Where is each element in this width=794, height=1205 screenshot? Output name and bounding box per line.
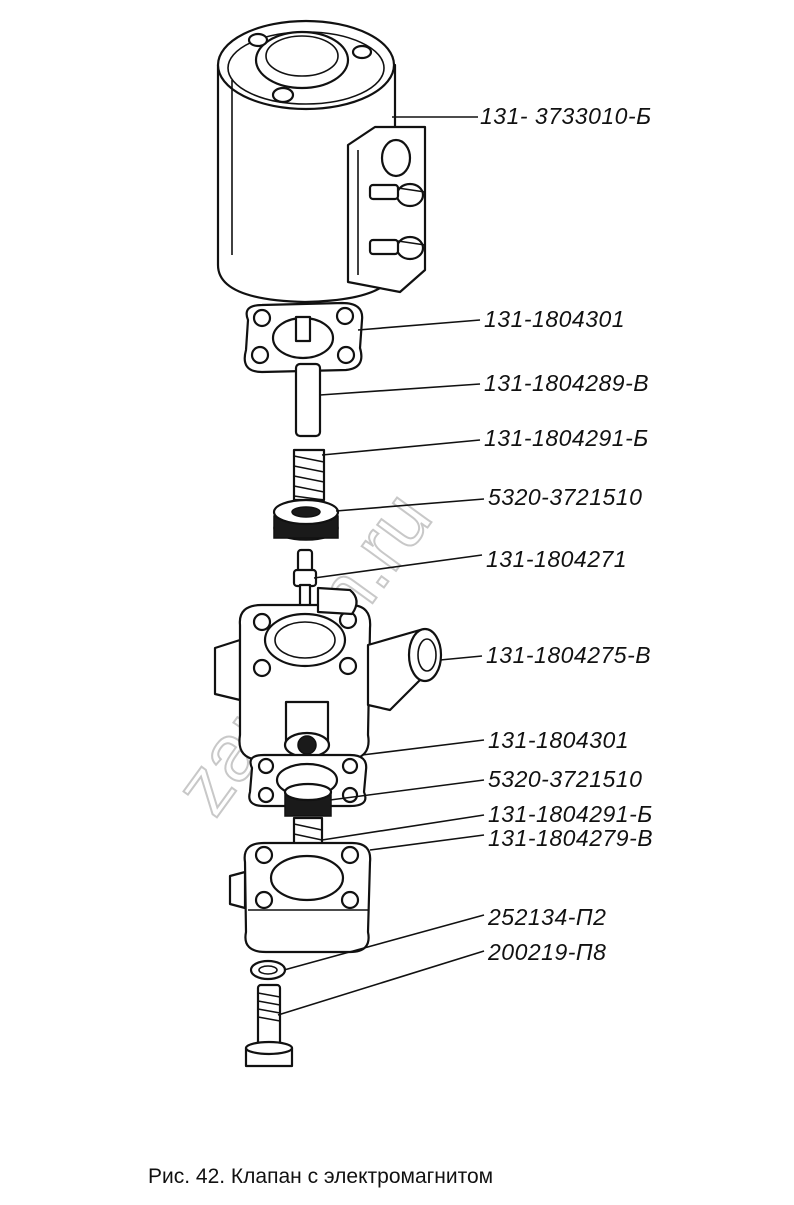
leader-lines — [277, 116, 485, 1016]
part-labels: 131- 3733010-Б 131-1804301 131-1804289-В… — [480, 103, 653, 965]
upper-gasket — [243, 301, 364, 374]
spring-washer — [249, 959, 287, 981]
valve-stem — [292, 548, 318, 609]
bolt — [244, 983, 294, 1068]
label-solenoid: 131- 3733010-Б — [480, 103, 652, 129]
label-valve: 131-1804271 — [486, 546, 627, 572]
valve-rod — [294, 362, 322, 438]
upper-seal — [272, 498, 340, 541]
figure-caption: Рис. 42. Клапан с электромагнитом — [148, 1165, 493, 1188]
label-cover: 131-1804279-В — [488, 825, 653, 851]
lower-seal — [283, 782, 333, 817]
label-lower-gasket: 131-1804301 — [488, 727, 629, 753]
upper-spring — [292, 448, 326, 502]
label-lower-seal: 5320-3721510 — [488, 766, 642, 792]
label-upper-spring: 131-1804291-Б — [484, 425, 649, 451]
label-washer: 252134-П2 — [487, 904, 606, 930]
solenoid-coil — [216, 19, 427, 304]
label-body: 131-1804275-В — [486, 642, 651, 668]
label-rod: 131-1804289-В — [484, 370, 649, 396]
label-bolt: 200219-П8 — [487, 939, 606, 965]
label-lower-spring: 131-1804291-Б — [488, 801, 653, 827]
bottom-cover — [228, 841, 372, 954]
label-upper-gasket: 131-1804301 — [484, 306, 625, 332]
label-upper-seal: 5320-3721510 — [488, 484, 642, 510]
valve-body — [213, 586, 443, 762]
